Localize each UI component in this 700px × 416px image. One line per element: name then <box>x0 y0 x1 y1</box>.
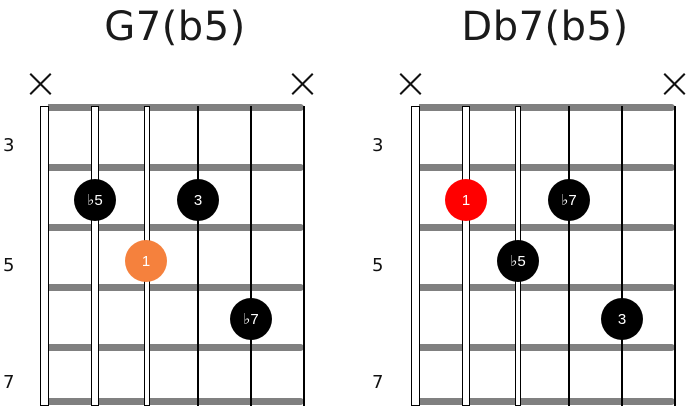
mute-x-icon <box>290 72 314 96</box>
fret-number: 7 <box>372 372 384 393</box>
note-dot: 3 <box>601 298 643 340</box>
fret-line <box>48 104 304 111</box>
fret-line <box>48 344 304 351</box>
chord-title: G7(b5) <box>104 4 246 50</box>
string-2 <box>621 106 623 406</box>
note-dot: ♭7 <box>230 298 272 340</box>
fret-line <box>48 224 304 231</box>
mute-x-icon <box>662 72 686 96</box>
fret-number: 5 <box>372 255 384 276</box>
mute-x-icon <box>28 72 52 96</box>
string-3 <box>197 106 199 406</box>
note-dot: 3 <box>177 179 219 221</box>
fret-number: 3 <box>3 135 15 156</box>
fret-line <box>48 398 304 405</box>
fret-number: 5 <box>3 255 15 276</box>
mute-x-icon <box>398 72 422 96</box>
chord-title: Db7(b5) <box>461 4 629 50</box>
string-1 <box>674 106 676 406</box>
string-5 <box>91 106 99 406</box>
fret-number: 3 <box>372 135 384 156</box>
fret-line <box>419 164 675 171</box>
fret-line <box>419 224 675 231</box>
fret-line <box>48 164 304 171</box>
string-2 <box>250 106 252 406</box>
string-6 <box>411 106 420 406</box>
fret-line <box>419 344 675 351</box>
fret-line <box>419 104 675 111</box>
fret-line <box>419 398 675 405</box>
root-note-dot: 1 <box>125 240 167 282</box>
fret-line <box>419 284 675 291</box>
string-6 <box>40 106 49 406</box>
root-note-dot: 1 <box>445 179 487 221</box>
note-dot: ♭5 <box>74 179 116 221</box>
note-dot: ♭7 <box>548 179 590 221</box>
chord-diagram-db7b5: Db7(b5) 3 5 7 1 ♭7 ♭5 3 <box>350 0 700 416</box>
string-1 <box>303 106 305 406</box>
chord-diagram-g7b5: G7(b5) 3 5 7 ♭5 3 1 ♭7 <box>0 0 350 416</box>
note-dot: ♭5 <box>497 240 539 282</box>
string-3 <box>568 106 570 406</box>
fret-number: 7 <box>3 372 15 393</box>
fret-line <box>48 284 304 291</box>
string-5 <box>462 106 470 406</box>
